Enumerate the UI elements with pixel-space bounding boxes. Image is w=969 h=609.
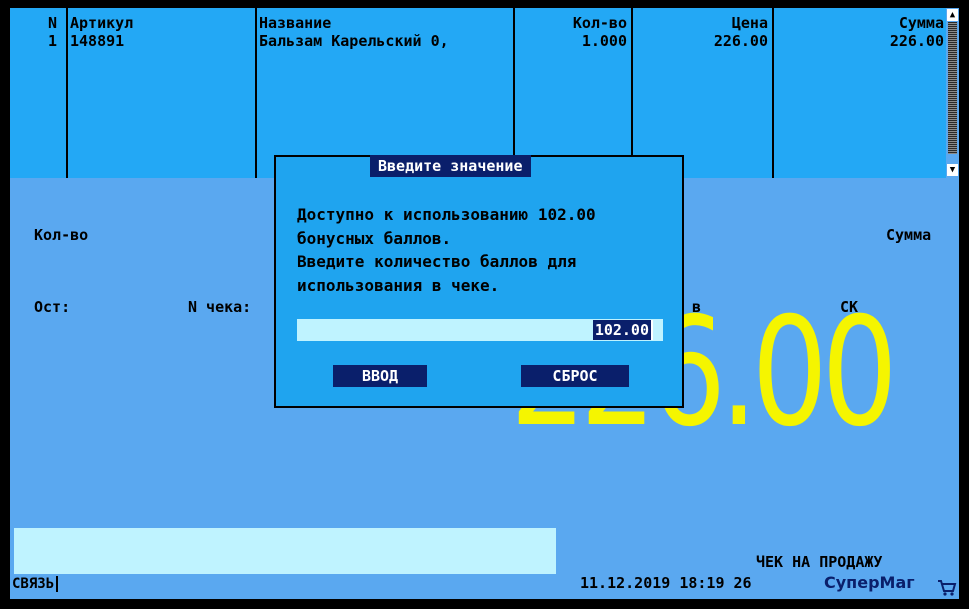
- input-dialog: Введите значение Доступно к использовани…: [274, 155, 684, 408]
- points-input[interactable]: 102.00: [297, 319, 663, 341]
- points-input-value: 102.00: [592, 320, 651, 340]
- header-article: Артикул: [70, 14, 134, 32]
- brand-logo: СуперМаг: [824, 573, 915, 592]
- partial-label: в: [692, 298, 702, 316]
- text-cursor: [56, 576, 59, 592]
- command-input[interactable]: [14, 528, 556, 574]
- scroll-track[interactable]: [948, 22, 957, 154]
- message-line: Введите количество баллов для: [297, 252, 577, 271]
- connection-status: СВЯЗЬ: [12, 576, 59, 592]
- column-divider: [772, 8, 774, 178]
- sum-label: Сумма: [886, 226, 932, 244]
- input-caret: [651, 320, 653, 340]
- enter-button[interactable]: ВВОД: [333, 365, 427, 387]
- qty-label: Кол-во: [34, 226, 89, 244]
- message-line: Доступно к использованию 102.00: [297, 205, 596, 224]
- header-name: Название: [259, 14, 332, 32]
- row-article: 148891: [70, 32, 125, 50]
- column-divider: [513, 8, 515, 178]
- message-line: бонусных баллов.: [297, 228, 452, 248]
- row-n: 1: [48, 32, 58, 50]
- row-name: Бальзам Карельский 0,: [259, 32, 449, 50]
- datetime: 11.12.2019 18:19 26: [580, 574, 752, 592]
- ost-label: Ост:: [34, 298, 71, 316]
- row-qty: 1.000: [581, 32, 627, 50]
- column-divider: [255, 8, 257, 178]
- scroll-up-arrow-icon[interactable]: ▲: [947, 9, 958, 21]
- receipt-table: N Артикул Название Кол-во Цена Сумма 1 1…: [10, 8, 946, 178]
- header-sum: Сумма: [898, 14, 944, 32]
- column-divider: [631, 8, 633, 178]
- scroll-down-arrow-icon[interactable]: ▼: [947, 164, 958, 176]
- row-price: 226.00: [713, 32, 768, 50]
- reset-button[interactable]: СБРОС: [521, 365, 629, 387]
- message-line: использования в чеке.: [297, 275, 500, 295]
- header-price: Цена: [731, 14, 768, 32]
- table-scrollbar[interactable]: ▲ ▼: [946, 8, 959, 178]
- header-qty: Кол-во: [572, 14, 627, 32]
- receipt-type: ЧЕК НА ПРОДАЖУ: [756, 553, 883, 571]
- dialog-title: Введите значение: [370, 155, 531, 177]
- row-sum: 226.00: [889, 32, 944, 50]
- sk-label: СК: [840, 298, 859, 316]
- cart-icon: [938, 580, 957, 596]
- header-n: N: [48, 14, 58, 32]
- check-number-label: N чека:: [188, 298, 252, 316]
- connection-label: СВЯЗЬ: [12, 576, 55, 592]
- dialog-message: Доступно к использованию 102.00 бонусных …: [297, 203, 596, 297]
- pos-screen: N Артикул Название Кол-во Цена Сумма 1 1…: [10, 8, 959, 599]
- column-divider: [66, 8, 68, 178]
